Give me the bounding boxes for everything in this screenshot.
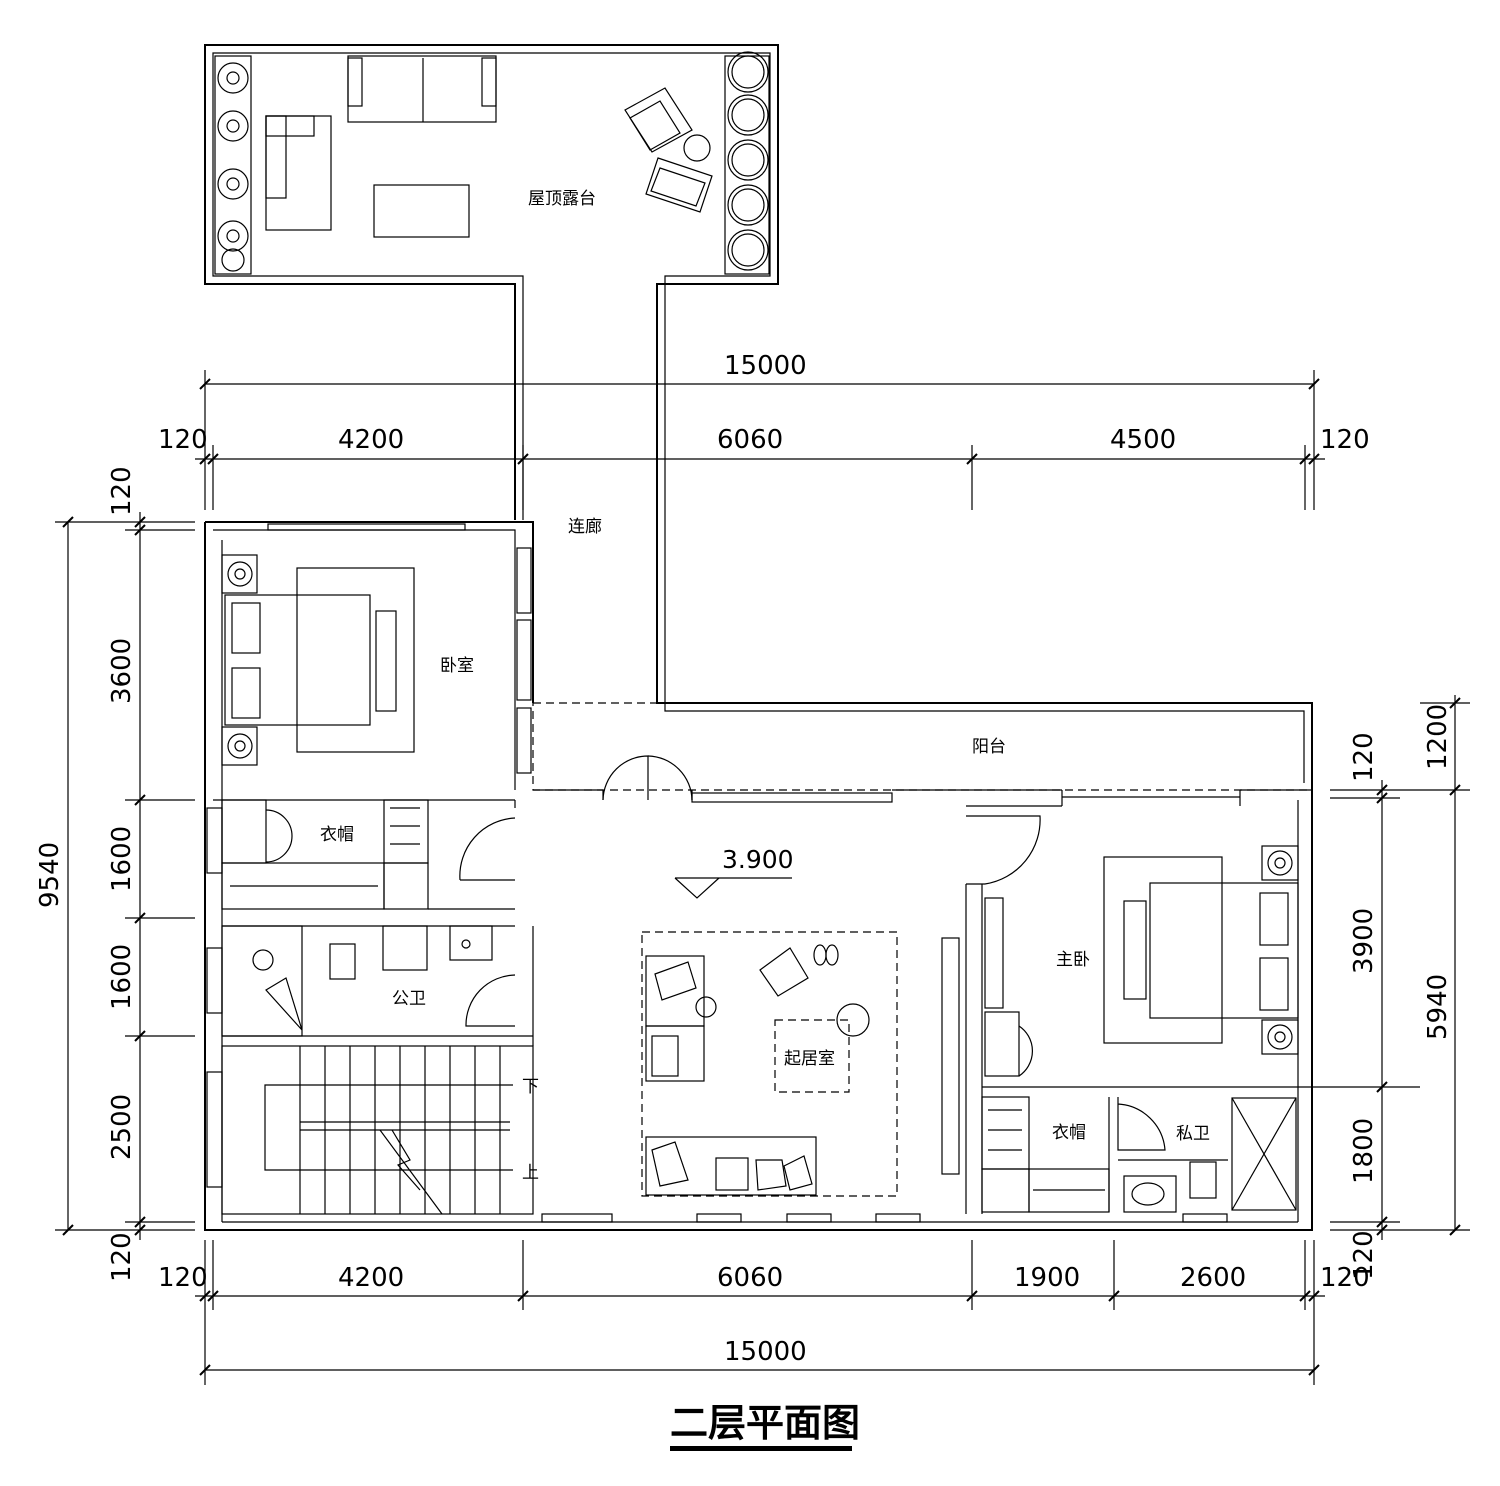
living-room: 起居室 (641, 931, 960, 1197)
terrace-lounge-icon (265, 115, 332, 231)
public-bath-label: 公卫 (392, 989, 426, 1009)
bedroom: 卧室 (213, 554, 515, 801)
dim-left-4: 2500 (107, 1094, 137, 1160)
dim-bottom-5: 120 (1320, 1263, 1370, 1293)
level-mark-text: 3.900 (722, 845, 794, 874)
public-bath: 公卫 (221, 925, 534, 1046)
dim-left-1: 3600 (107, 638, 137, 704)
dim-right-outer-0: 1200 (1423, 704, 1453, 770)
dimensions-bottom: 120 4200 6060 1900 2600 120 15000 (158, 1240, 1370, 1385)
roof-terrace-label: 屋顶露台 (528, 189, 596, 209)
closet-right-label: 衣帽 (1052, 1123, 1086, 1143)
bedroom-label: 卧室 (440, 656, 474, 676)
shrub-icons (217, 62, 249, 272)
master-bedroom: 主卧 (965, 805, 1299, 1214)
dim-bottom-4: 2600 (1180, 1263, 1246, 1293)
plan-title: 二层平面图 (670, 1401, 860, 1451)
dim-top-0: 120 (158, 425, 208, 455)
dim-left-total: 9540 (35, 842, 65, 908)
stair-down-label: 下 (522, 1077, 539, 1097)
private-bath-label: 私卫 (1176, 1124, 1210, 1144)
dim-top-4: 120 (1320, 425, 1370, 455)
dim-top-1: 4200 (338, 425, 404, 455)
dim-right-inner-0: 120 (1349, 732, 1379, 782)
dim-bottom-1: 4200 (338, 1263, 404, 1293)
dim-bottom-2: 6060 (717, 1263, 783, 1293)
living-room-label: 起居室 (784, 1049, 835, 1069)
private-bath: 私卫 (1117, 1097, 1297, 1213)
plan-title-text: 二层平面图 (670, 1401, 860, 1445)
corridor-label: 连廊 (568, 517, 602, 537)
dim-bottom-3: 1900 (1014, 1263, 1080, 1293)
exterior-walls (204, 521, 1313, 1231)
terrace-table-icon (373, 184, 470, 238)
dim-right-outer-1: 5940 (1423, 974, 1453, 1040)
dim-left-2: 1600 (107, 826, 137, 892)
master-bedroom-label: 主卧 (1056, 950, 1090, 970)
balcony: 阳台 (532, 702, 1313, 806)
dimensions-left: 9540 120 3600 1600 1600 2500 120 (35, 466, 195, 1282)
planter-icons (727, 51, 769, 271)
dim-top-2: 6060 (717, 425, 783, 455)
closet-right: 衣帽 (981, 1086, 1420, 1213)
dim-left-3: 1600 (107, 944, 137, 1010)
dim-right-inner-1: 3900 (1349, 908, 1379, 974)
terrace-chair-icons (624, 87, 713, 213)
stair-up-label: 上 (522, 1163, 539, 1183)
dim-left-0: 120 (107, 466, 137, 516)
dim-right-inner-3: 120 (1349, 1230, 1379, 1280)
dim-right-inner-2: 1800 (1349, 1118, 1379, 1184)
dimensions-right: 1200 5940 120 3900 1800 120 (1330, 695, 1470, 1280)
dim-left-5: 120 (107, 1232, 137, 1282)
dim-top-total: 15000 (724, 351, 807, 381)
level-mark: 3.900 (674, 845, 794, 899)
terrace-sofa-icon (347, 55, 497, 123)
closet-left-label: 衣帽 (320, 825, 354, 845)
dimensions-top: 15000 120 4200 6060 4500 120 (158, 351, 1370, 510)
stairs: 下 上 (221, 1045, 539, 1215)
dim-bottom-0: 120 (158, 1263, 208, 1293)
balcony-label: 阳台 (972, 737, 1006, 757)
roof-terrace: 屋顶露台 (204, 44, 1313, 790)
dim-top-3: 4500 (1110, 425, 1176, 455)
closet-left: 衣帽 (221, 799, 516, 910)
dim-bottom-total: 15000 (724, 1337, 807, 1367)
